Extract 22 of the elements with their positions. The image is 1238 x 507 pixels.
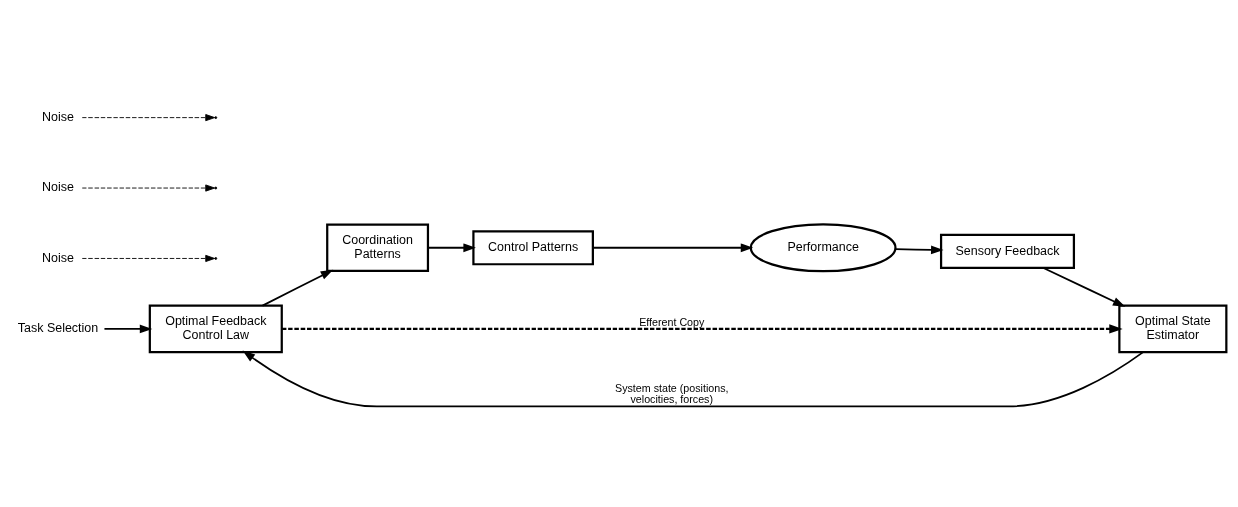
node-text: Noise	[42, 109, 74, 124]
arrow	[81, 254, 216, 262]
arrow	[894, 244, 944, 254]
edge-label: Efferent Copy	[639, 315, 705, 328]
node-text: Noise	[42, 179, 74, 194]
arrow	[592, 242, 754, 252]
node-box: Coordination Patterns	[326, 222, 430, 272]
edge-label: System state (positions, velocities, forces)	[615, 381, 729, 405]
arrow	[1042, 266, 1126, 307]
arrow	[261, 269, 334, 306]
node-ellipse: Performance	[749, 222, 897, 272]
arrow	[282, 323, 1123, 334]
node-box: Optimal Feedback Control Law	[148, 304, 283, 353]
node-box: Optimal State Estimator	[1118, 304, 1228, 353]
node-box: Control Patterns	[472, 229, 594, 265]
arrow	[427, 242, 476, 252]
arrow	[81, 113, 216, 121]
node-text: Task Selection	[17, 320, 99, 335]
node-box: Sensory Feedback	[939, 233, 1076, 269]
node-text: Noise	[42, 250, 74, 265]
arrow	[242, 350, 1145, 407]
arrow	[103, 324, 153, 333]
